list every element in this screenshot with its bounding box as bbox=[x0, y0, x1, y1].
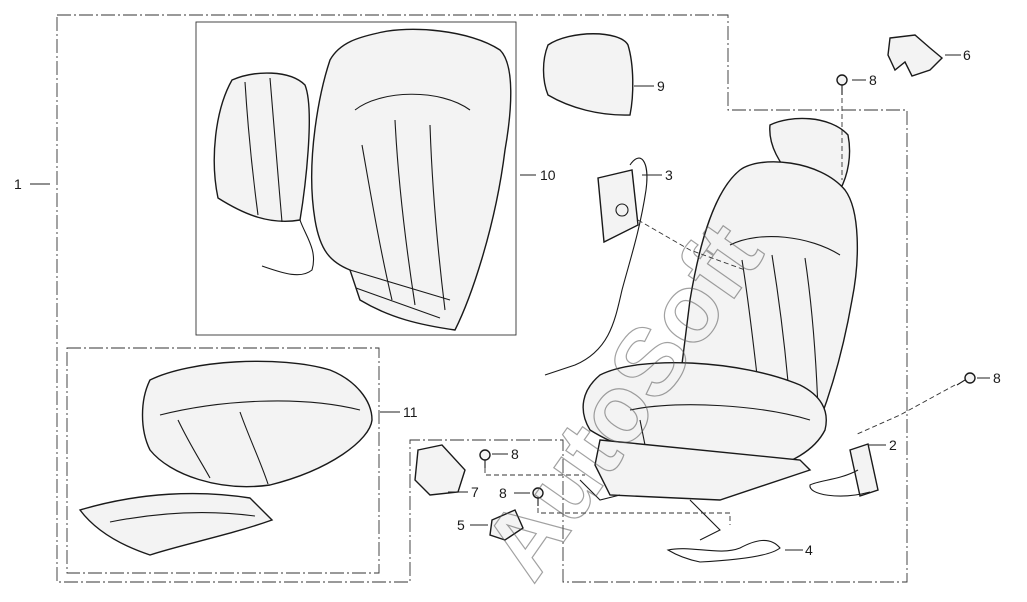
callout-number-1: 1 bbox=[14, 176, 22, 192]
callout-number-8-lower: 8 bbox=[499, 485, 507, 501]
part-headrest bbox=[542, 33, 634, 116]
callout-number-5: 5 bbox=[457, 517, 465, 533]
assembly-frame-main bbox=[56, 14, 908, 583]
bolt-8-right bbox=[956, 372, 976, 386]
part-complete-seat bbox=[579, 117, 858, 541]
part-side-airbag bbox=[544, 157, 648, 376]
part-seat-belt-buckle bbox=[809, 443, 879, 497]
callout-number-3: 3 bbox=[665, 167, 673, 183]
callout-number-4: 4 bbox=[805, 542, 813, 558]
callout-number-8-top: 8 bbox=[869, 72, 877, 88]
part-seat-cushion-pad bbox=[78, 492, 274, 556]
bolt-8-lower bbox=[532, 487, 544, 506]
callout-number-2: 2 bbox=[889, 437, 897, 453]
part-seat-back-cover bbox=[311, 28, 512, 331]
callout-number-6: 6 bbox=[963, 47, 971, 63]
bolt-8-middle bbox=[479, 449, 491, 468]
installation-guide-lines bbox=[484, 98, 956, 525]
callout-number-10: 10 bbox=[540, 167, 556, 183]
part-seat-back-pad bbox=[213, 72, 314, 276]
callout-number-8-middle: 8 bbox=[511, 446, 519, 462]
part-cover-5 bbox=[489, 509, 524, 541]
part-wire-harness bbox=[666, 539, 781, 563]
callout-number-11: 11 bbox=[403, 404, 418, 420]
callout-number-8-right: 8 bbox=[993, 370, 1001, 386]
part-cover-7 bbox=[414, 444, 466, 496]
bolt-8-top bbox=[836, 74, 848, 95]
part-seat-cushion-cover bbox=[141, 360, 373, 488]
part-bracket-6 bbox=[887, 34, 944, 77]
callout-number-9: 9 bbox=[657, 78, 665, 94]
callout-number-7: 7 bbox=[471, 484, 479, 500]
